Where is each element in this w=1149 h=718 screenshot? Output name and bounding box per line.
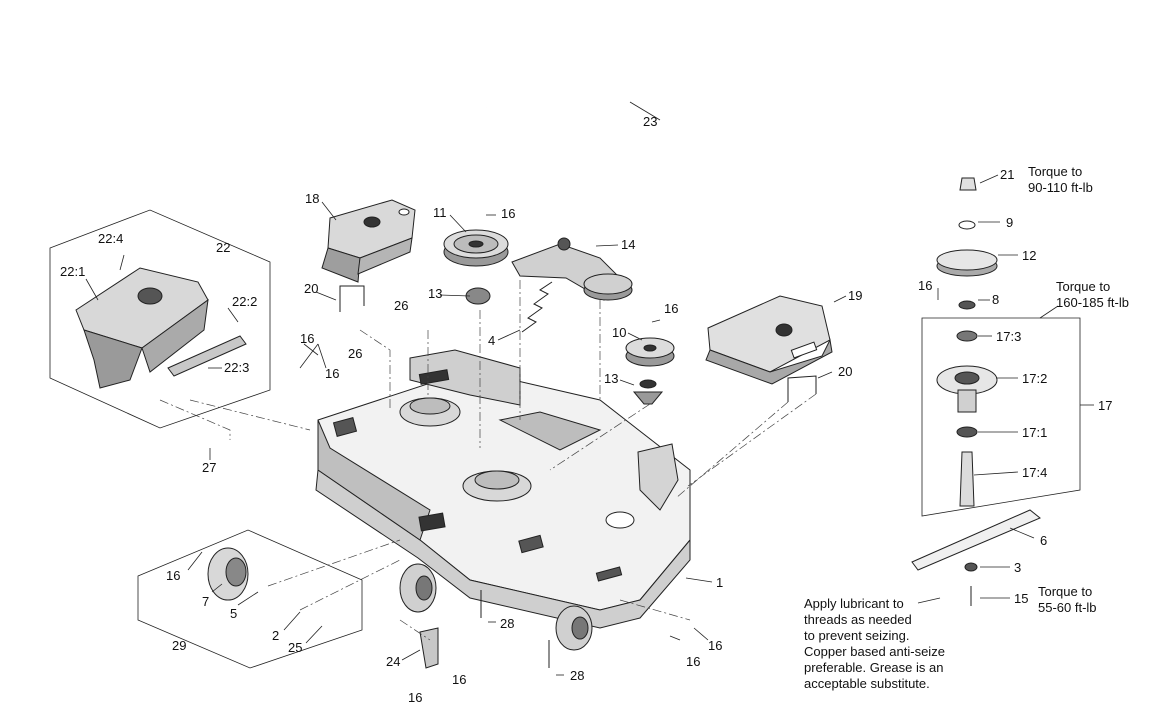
- callout-7: 7: [202, 594, 209, 609]
- callout-9: 9: [1006, 215, 1013, 230]
- svg-text:Torque to: Torque to: [1056, 279, 1110, 294]
- box-29: [137, 529, 363, 669]
- callout-20-right: 20: [838, 364, 852, 379]
- callout-24: 24: [386, 654, 400, 669]
- caster-wheel-7: [207, 547, 249, 601]
- callout-8: 8: [992, 292, 999, 307]
- callout-15: 15: [1014, 591, 1028, 606]
- callout-22-1: 22:1: [60, 264, 85, 279]
- bolts-28: [480, 590, 550, 668]
- callout-12: 12: [1022, 248, 1036, 263]
- callout-labels: 23 21 9 12 18 11 16 14 22 22:4 22:1 22:2…: [60, 114, 1112, 705]
- callout-16-bottom-a: 16: [408, 690, 422, 705]
- torque-note-21: Torque to 90-110 ft-lb: [1028, 164, 1093, 195]
- callout-16-caster: 16: [166, 568, 180, 583]
- bracket-22-2: [167, 335, 247, 377]
- lubricant-note: Apply lubricant to threads as needed to …: [804, 596, 945, 691]
- callout-4: 4: [488, 333, 495, 348]
- belt-cover-left-18: [321, 199, 416, 283]
- svg-text:threads as needed: threads as needed: [804, 612, 912, 627]
- deck-brackets: [409, 349, 679, 511]
- callout-16-left: 16: [300, 331, 314, 346]
- callout-11: 11: [433, 205, 447, 220]
- callout-22-3: 22:3: [224, 360, 249, 375]
- spring-4: [521, 281, 553, 333]
- assembly-guide-lines: [159, 280, 817, 641]
- leader-lines: [85, 101, 1094, 676]
- callout-23: 23: [643, 114, 657, 129]
- callout-2: 2: [272, 628, 279, 643]
- callout-25: 25: [288, 640, 302, 655]
- callout-18: 18: [305, 191, 319, 206]
- callout-13-lower: 13: [604, 371, 618, 386]
- callout-3: 3: [1014, 560, 1021, 575]
- callout-19: 19: [848, 288, 862, 303]
- callout-26-lower: 26: [348, 346, 362, 361]
- deck-wheel-front-right: [555, 605, 593, 651]
- pulley-11: [443, 229, 509, 267]
- idler-arm-14: [511, 237, 633, 301]
- svg-text:Torque to: Torque to: [1038, 584, 1092, 599]
- callout-16-pulley10: 16: [664, 301, 678, 316]
- svg-text:90-110 ft-lb: 90-110 ft-lb: [1028, 180, 1093, 195]
- callout-10: 10: [612, 325, 626, 340]
- callout-13-upper: 13: [428, 286, 442, 301]
- callout-16-left-b: 16: [325, 366, 339, 381]
- callout-21: 21: [1000, 167, 1014, 182]
- callout-5: 5: [230, 606, 237, 621]
- u-bolt-20-left: [339, 285, 365, 312]
- svg-text:Apply lubricant to: Apply lubricant to: [804, 596, 904, 611]
- callout-22: 22: [216, 240, 230, 255]
- callout-16-bottom-d: 16: [708, 638, 722, 653]
- torque-note-17: Torque to 160-185 ft-lb: [1056, 279, 1129, 310]
- callout-22-2: 22:2: [232, 294, 257, 309]
- belt-23: [400, 17, 749, 218]
- deck-wheel-front-left: [399, 563, 437, 613]
- callout-28-lower: 28: [570, 668, 584, 683]
- callout-17-1: 17:1: [1022, 425, 1047, 440]
- svg-text:to prevent seizing.: to prevent seizing.: [804, 628, 910, 643]
- mower-deck-1: [315, 369, 691, 629]
- box-17: [921, 317, 1081, 517]
- svg-text:160-185 ft-lb: 160-185 ft-lb: [1056, 295, 1129, 310]
- callout-14: 14: [621, 237, 635, 252]
- callout-16-spindle: 16: [918, 278, 932, 293]
- svg-text:acceptable substitute.: acceptable substitute.: [804, 676, 930, 691]
- cover-22-1: [75, 267, 209, 389]
- svg-text:Copper based anti-seize: Copper based anti-seize: [804, 644, 945, 659]
- svg-text:55-60 ft-lb: 55-60 ft-lb: [1038, 600, 1097, 615]
- callout-1: 1: [716, 575, 723, 590]
- spacer-13-lower: [632, 379, 664, 405]
- callout-28-upper: 28: [500, 616, 514, 631]
- belt-cover-right-19: [705, 295, 833, 385]
- svg-text:Torque to: Torque to: [1028, 164, 1082, 179]
- callout-17-3: 17:3: [996, 329, 1021, 344]
- spindle-parts: [911, 177, 1041, 606]
- bracket-24: [419, 627, 439, 669]
- torque-note-15: Torque to 55-60 ft-lb: [1038, 584, 1097, 615]
- callout-16-pulley: 16: [501, 206, 515, 221]
- callout-20-left: 20: [304, 281, 318, 296]
- u-bolt-20-right: [787, 375, 817, 402]
- callout-29: 29: [172, 638, 186, 653]
- callout-17-2: 17:2: [1022, 371, 1047, 386]
- svg-text:preferable. Grease is an: preferable. Grease is an: [804, 660, 943, 675]
- callout-22-4: 22:4: [98, 231, 123, 246]
- callout-27: 27: [202, 460, 216, 475]
- pulley-10: [625, 337, 675, 367]
- callout-6: 6: [1040, 533, 1047, 548]
- group-22-box: [49, 209, 271, 429]
- callout-17: 17: [1098, 398, 1112, 413]
- callout-26-upper: 26: [394, 298, 408, 313]
- callout-16-bottom-c: 16: [686, 654, 700, 669]
- callout-16-bottom-b: 16: [452, 672, 466, 687]
- callout-17-4: 17:4: [1022, 465, 1047, 480]
